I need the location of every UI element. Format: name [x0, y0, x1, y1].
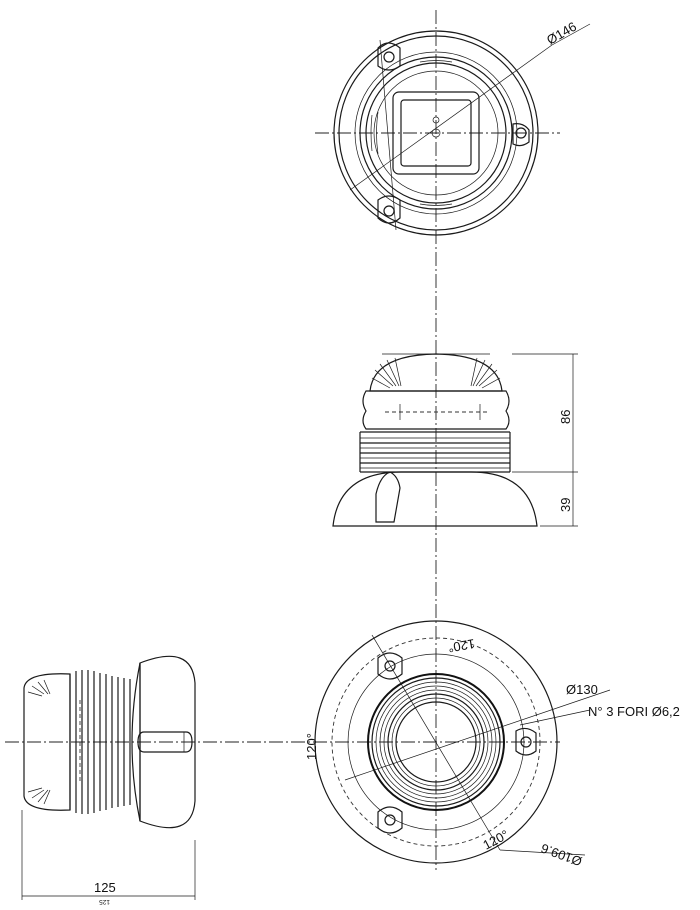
top-lug: [512, 123, 530, 147]
width-label-mirror: 125: [99, 898, 110, 905]
mount-hole: [377, 806, 403, 834]
top-diameter-label: Ø146: [544, 19, 579, 48]
angle-label-bottom: 120°: [480, 827, 511, 853]
bottom-view: 120° 120° 120° Ø130 N° 3 FORI Ø6,2 Ø109.…: [304, 620, 680, 870]
diameter-inner-label: Ø109.6: [539, 841, 584, 870]
top-view: Ø146: [333, 19, 591, 236]
center-lines: [5, 10, 560, 870]
top-lug: [377, 195, 401, 224]
side-threads: [359, 431, 511, 473]
side-view: 86 39: [332, 353, 578, 527]
width-label: 125: [94, 880, 116, 895]
angle-label-left: 120°: [304, 733, 319, 760]
angle-label-top: 120°: [447, 636, 476, 655]
holes-note: N° 3 FORI Ø6,2: [588, 704, 680, 719]
height-lower-label: 39: [558, 498, 573, 512]
mount-hole: [377, 652, 403, 680]
height-upper-label: 86: [558, 410, 573, 424]
mount-hole: [515, 727, 537, 756]
left-view: 125 125: [21, 655, 196, 905]
diameter-outer-label: Ø130: [566, 682, 598, 697]
side-fresnel-hatch: [371, 357, 501, 389]
